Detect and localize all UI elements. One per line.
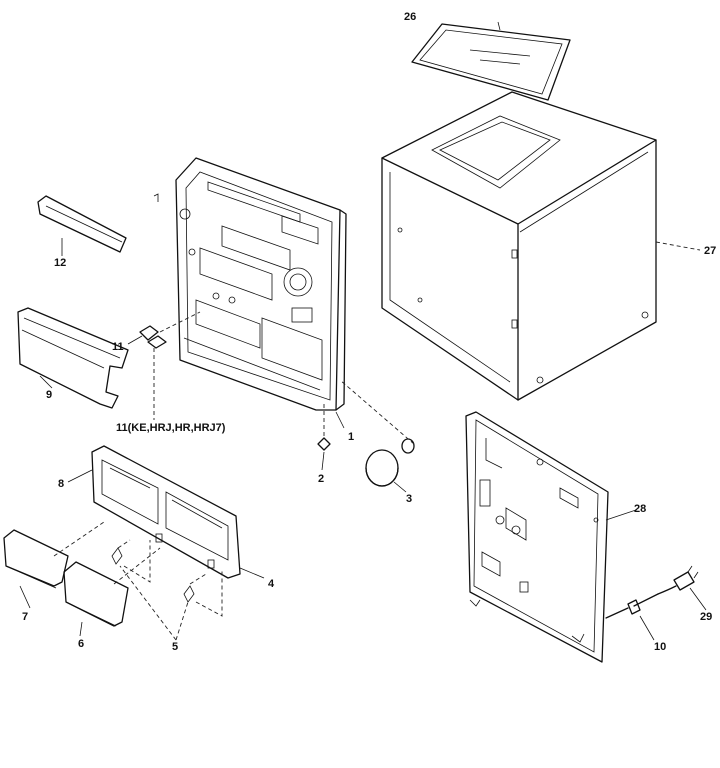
callout-9: 9 [46,389,52,401]
callout-28: 28 [634,503,646,515]
cassette-door-left-part [3,521,105,589]
cabinet-part [381,91,657,401]
callout-6: 6 [78,638,84,650]
callout-4: 4 [268,578,275,590]
callout-29: 29 [700,611,712,623]
power-cord-part [605,565,699,619]
callout-2: 2 [318,473,324,485]
back-panel-part [465,411,609,663]
callout-11-variants: 11(KE,HRJ,HR,HRJ7) [116,422,226,434]
spring-part [111,539,223,641]
callout-7: 7 [22,611,28,623]
cassette-door-right-part [63,547,161,627]
callout-11: 11 [112,341,124,353]
callout-27: 27 [704,245,716,257]
cassette-cover-part [17,307,129,409]
small-button-part [317,404,331,451]
front-panel-part [175,157,347,411]
callout-3: 3 [406,493,412,505]
volume-knob-part [339,379,415,487]
callout-10: 10 [654,641,666,653]
callout-26-top: 26 [404,11,416,23]
callout-5: 5 [172,641,178,653]
display-window-part [37,193,159,253]
callout-8: 8 [58,478,64,490]
callout-1: 1 [348,431,354,443]
cassette-frame-part [91,445,241,579]
knob-part [139,311,201,420]
callout-12: 12 [54,257,66,269]
leader-lines [19,21,707,641]
top-lid-part [411,23,571,101]
